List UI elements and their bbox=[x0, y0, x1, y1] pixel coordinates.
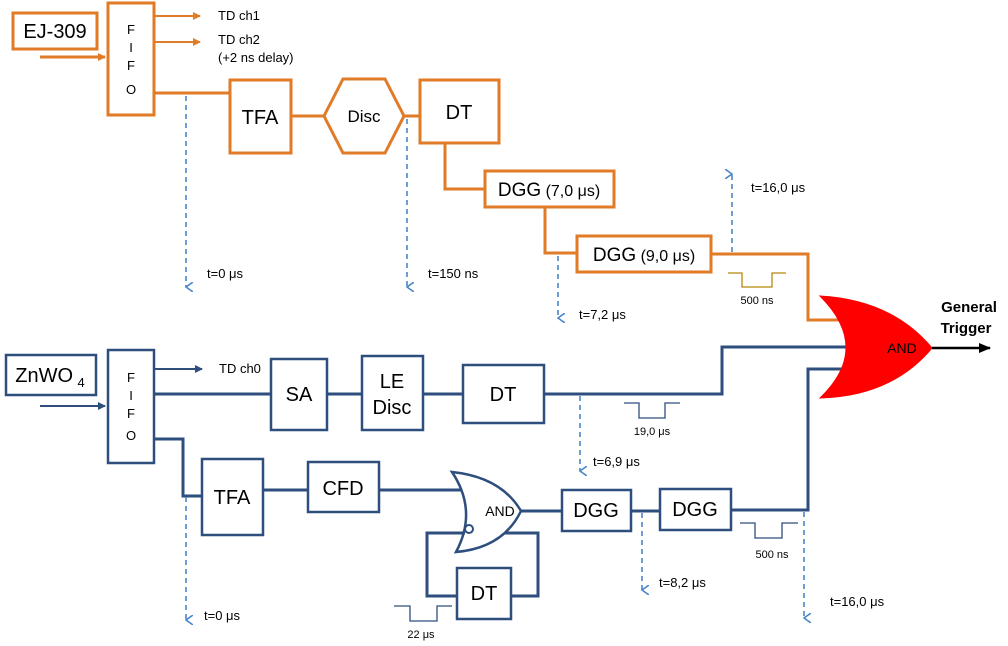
ej309-source-box bbox=[11, 11, 99, 51]
znwo4-sa-box bbox=[269, 357, 329, 432]
znwo4-sa-label: SA bbox=[286, 384, 313, 406]
ej309-fifo-letter: F bbox=[127, 58, 135, 73]
znwo4-tfa-box bbox=[200, 457, 265, 537]
ej309-t-fifo: t=0 μs bbox=[207, 266, 244, 281]
ej309-pulse-label: 500 ns bbox=[740, 295, 774, 307]
ej309-fifo-letter: O bbox=[126, 82, 136, 97]
ej309-dt-label: DT bbox=[446, 102, 473, 124]
ej309-dgg1-param: (7,0 μs) bbox=[546, 183, 601, 200]
inverter-bubble-icon bbox=[464, 524, 474, 534]
znwo4-source-box bbox=[4, 353, 98, 397]
td-ch1-label: TD ch1 bbox=[218, 8, 260, 23]
znwo4-cfd-box bbox=[306, 460, 381, 514]
ej309-source-label: EJ-309 bbox=[23, 21, 86, 43]
ej309-dgg2-box bbox=[575, 234, 713, 274]
znwo4-fifo-letter: I bbox=[129, 388, 133, 403]
znwo4-t-dgg1: t=8,2 μs bbox=[659, 575, 706, 590]
znwo4-t-fifo: t=0 μs bbox=[204, 608, 241, 623]
final-and-gate: AND General Trigger bbox=[818, 295, 997, 399]
ej309-fifo-box bbox=[106, 1, 156, 117]
znwo4-pulse-veto-label: 22 μs bbox=[407, 629, 435, 641]
td-ch2-note: (+2 ns delay) bbox=[218, 50, 294, 65]
ej309-tfa-box bbox=[228, 78, 293, 155]
znwo4-veto-dt-box bbox=[455, 566, 513, 621]
znwo4-22us-pulse-icon bbox=[394, 605, 452, 622]
ej309-dt-box bbox=[418, 78, 501, 145]
ej309-dt-to-dgg1-line bbox=[443, 143, 485, 191]
znwo4-veto-dt-label: DT bbox=[471, 583, 498, 605]
znwo4-dt-label: DT bbox=[490, 384, 517, 406]
ej309-fifo-letter: F bbox=[127, 22, 135, 37]
znwo4-t-dgg2: t=16,0 μs bbox=[830, 594, 885, 609]
ej309-t-disc: t=150 ns bbox=[428, 266, 479, 281]
ej309-dgg2-label: DGG bbox=[593, 245, 636, 266]
td-ch2-label: TD ch2 bbox=[218, 32, 260, 47]
znwo4-dgg2-label: DGG bbox=[672, 499, 718, 521]
znwo4-fifo-letter: F bbox=[127, 370, 135, 385]
znwo4-pulse-dt-label: 19,0 μs bbox=[634, 426, 671, 438]
ej309-dgg2-to-and-line bbox=[711, 252, 855, 322]
ej309-disc-label: Disc bbox=[347, 107, 381, 126]
znwo4-dt-box bbox=[461, 363, 546, 425]
ej309-dgg2-text: DGG (9,0 μs) bbox=[593, 245, 695, 266]
znwo4-fifo-letter: F bbox=[127, 406, 135, 421]
znwo4-dgg1-box bbox=[560, 488, 633, 533]
znwo4-fifo-box bbox=[106, 348, 156, 465]
znwo4-veto-feedback-line bbox=[505, 531, 540, 598]
znwo4-pulse-dgg-label: 500 ns bbox=[755, 549, 789, 561]
znwo4-chain: ZnWO 4 F I F O TD ch0 SA LE Disc DT 19,0… bbox=[4, 345, 885, 641]
final-and-label: AND bbox=[887, 340, 917, 356]
znwo4-dgg2-box bbox=[658, 487, 733, 532]
ej309-500ns-pulse-icon bbox=[728, 272, 786, 288]
znwo4-fifo-letter: O bbox=[126, 428, 136, 443]
ej309-t-dgg2: t=16,0 μs bbox=[751, 180, 806, 195]
znwo4-veto-return-line bbox=[425, 531, 465, 598]
znwo4-19us-pulse-icon bbox=[624, 402, 680, 419]
znwo4-and-gate-label: AND bbox=[485, 503, 515, 519]
ej309-dgg1-to-dgg2-line bbox=[543, 207, 577, 255]
znwo4-dt-to-and-line bbox=[544, 345, 875, 396]
znwo4-dgg1-label: DGG bbox=[573, 500, 619, 522]
ej309-dgg1-label: DGG bbox=[498, 180, 541, 201]
ej309-t-dgg1: t=7,2 μs bbox=[579, 307, 626, 322]
ej309-dgg1-text: DGG (7,0 μs) bbox=[498, 180, 600, 201]
znwo4-source-text: ZnWO 4 bbox=[15, 365, 84, 390]
znwo4-t-dt: t=6,9 μs bbox=[593, 454, 640, 469]
ej309-chain: EJ-309 F I F O TD ch1 TD ch2 (+2 ns dela… bbox=[11, 1, 855, 322]
znwo4-500ns-pulse-icon bbox=[740, 522, 798, 539]
ej309-fifo-letter: I bbox=[129, 40, 133, 55]
znwo4-source-subscript: 4 bbox=[78, 375, 85, 390]
znwo4-cfd-label: CFD bbox=[322, 478, 363, 500]
znwo4-le-disc-line1: LE bbox=[380, 371, 404, 393]
td-ch0-label: TD ch0 bbox=[219, 361, 261, 376]
general-trigger-and-gate-shape bbox=[818, 295, 933, 399]
ej309-tfa-label: TFA bbox=[242, 107, 279, 129]
ej309-dgg1-box bbox=[483, 169, 616, 209]
znwo4-source-label: ZnWO bbox=[15, 365, 73, 387]
ej309-dgg2-param: (9,0 μs) bbox=[641, 248, 696, 265]
znwo4-fifo-to-tfa-line bbox=[154, 437, 202, 498]
general-trigger-line2: Trigger bbox=[941, 320, 992, 337]
znwo4-tfa-label: TFA bbox=[214, 487, 251, 509]
general-trigger-line1: General bbox=[941, 299, 997, 316]
znwo4-le-disc-line2: Disc bbox=[373, 397, 412, 419]
